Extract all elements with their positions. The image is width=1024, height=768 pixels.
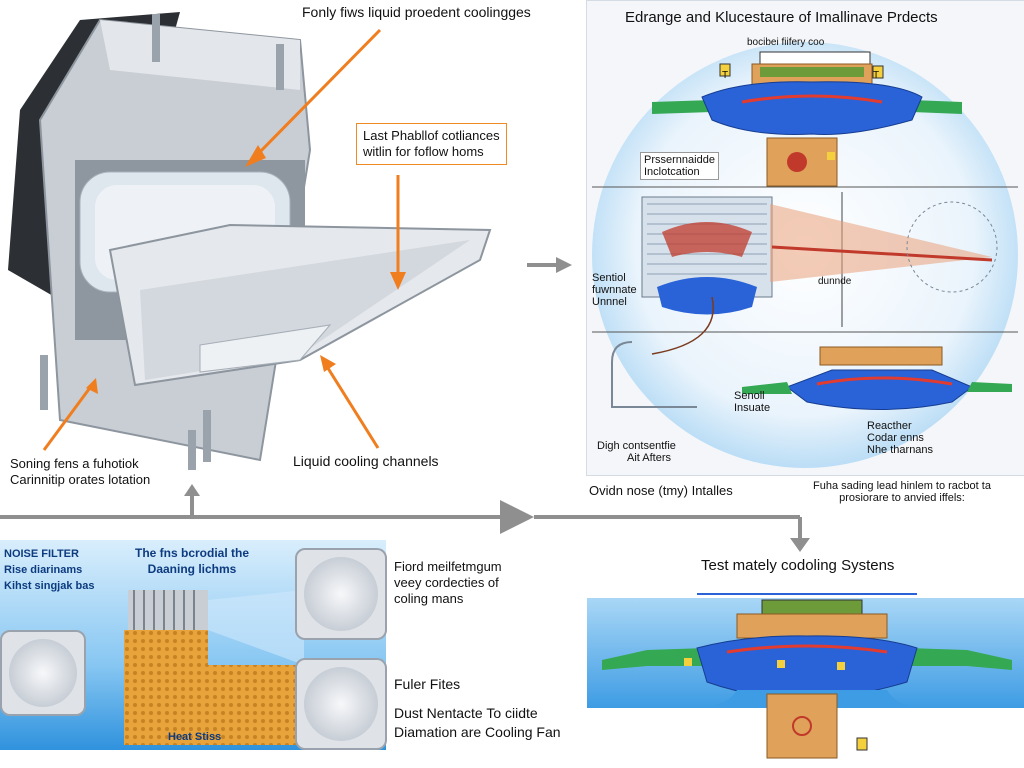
fiord-label: Fiord meilfetmgum veey cordecties of col…	[394, 559, 502, 607]
sensor-line-1: Sentiol	[592, 272, 626, 284]
callout-line-2: witlin for foflow homs	[363, 144, 484, 159]
below-circle-right-line-1: Fuha sading lead hinlem to racbot ta	[813, 480, 991, 492]
cooling-device-illustration	[8, 12, 492, 470]
below-circle-right-line-2: prosiorare to anvied iffels:	[839, 492, 965, 504]
noise-center-line-2: Daaning lichms	[147, 562, 237, 576]
circle-top-label: bocibei fiifery coo	[747, 37, 825, 48]
fan-left-blades-icon	[8, 638, 78, 708]
noise-center-line-1: The fns bcrodial the	[135, 546, 250, 560]
callout-box: Last Phabllof cotliances witlin for fofl…	[356, 123, 507, 165]
noise-center-title: The fns bcrodial the Daaning lichms	[135, 545, 249, 577]
noise-filter-title: NOISE FILTER Rise diarinams Kihst singja…	[4, 546, 94, 594]
fan-left	[0, 630, 86, 716]
test-cooling-system-illustration	[602, 593, 1024, 768]
heat-stiss-label: Heat Stiss	[168, 731, 222, 743]
fan-bottom	[295, 658, 387, 750]
noise-filter-line-2: Rise diarinams	[4, 564, 83, 576]
fan-top-blades-icon	[304, 557, 378, 631]
heatsink-block	[124, 590, 304, 745]
fiord-line-2: veey cordecties of	[394, 575, 499, 590]
callout-line-1: Last Phabllof cotliances	[363, 128, 500, 143]
dust-line-1: Dust Nentacte To ciidte	[394, 705, 538, 721]
reacher-line-3: Nhe tharnans	[867, 444, 934, 456]
noise-filter-line-3: Kihst singjak bas	[4, 580, 95, 592]
pressure-line-2: Inclotcation	[644, 166, 700, 178]
below-circle-left: Ovidn nose (tmy) Intalles	[589, 483, 733, 498]
fiord-line-3: coling mans	[394, 591, 464, 606]
sensor-line-3: Unnnel	[592, 296, 627, 308]
dust-line-2: Diamation are Cooling Fan	[394, 724, 561, 740]
insulate-label: Senoll Insuate	[734, 390, 770, 414]
channels-label: Liquid cooling channels	[293, 453, 439, 469]
fuler-label: Fuler Fites	[394, 676, 461, 692]
insulate-line-2: Insuate	[734, 402, 771, 414]
sensor-label: Sentiol fuwnnate Unnnel	[592, 272, 637, 308]
reacher-label: Reacther Codar enns Nhe tharnans	[867, 420, 933, 456]
top-title: Fonly fiws liquid proedent coolingges	[302, 4, 531, 20]
dust-label: Dust Nentacte To ciidte Diamation are Co…	[394, 704, 561, 742]
bottom-right-title: Test mately codoling Systens	[701, 557, 895, 574]
pressure-line-1: Prssernnaidde	[644, 154, 715, 166]
fan-top	[295, 548, 387, 640]
beam-label: dunnde	[818, 276, 852, 287]
left-label-line-1: Soning fens a fuhotiok	[10, 456, 139, 471]
left-label-line-2: Carinnitip orates lotation	[10, 472, 151, 487]
insulate-line-1: Senoll	[734, 390, 765, 402]
reacher-line-2: Codar enns	[867, 432, 924, 444]
marker-t-right: T	[873, 70, 880, 81]
left-label: Soning fens a fuhotiok Carinnitip orates…	[10, 456, 150, 488]
air-filters-label: Digh contsentfie Ait Afters	[597, 440, 676, 464]
noise-filter-line-1: NOISE FILTER	[4, 548, 79, 560]
magnified-cooling-detail	[592, 51, 1018, 410]
air-filters-line-1: Digh contsentfie	[597, 440, 676, 452]
right-title: Edrange and Klucestaure of Imallinave Pr…	[625, 9, 938, 26]
pressure-label: Prssernnaidde Inclotcation	[640, 152, 719, 180]
below-circle-right: Fuha sading lead hinlem to racbot ta pro…	[813, 480, 991, 504]
sensor-line-2: fuwnnate	[592, 284, 637, 296]
reacher-line-1: Reacther	[867, 420, 912, 432]
air-filters-line-2: Ait Afters	[627, 452, 672, 464]
marker-t-left: T	[722, 70, 729, 81]
fan-bottom-blades-icon	[304, 667, 378, 741]
fiord-line-1: Fiord meilfetmgum	[394, 559, 502, 574]
